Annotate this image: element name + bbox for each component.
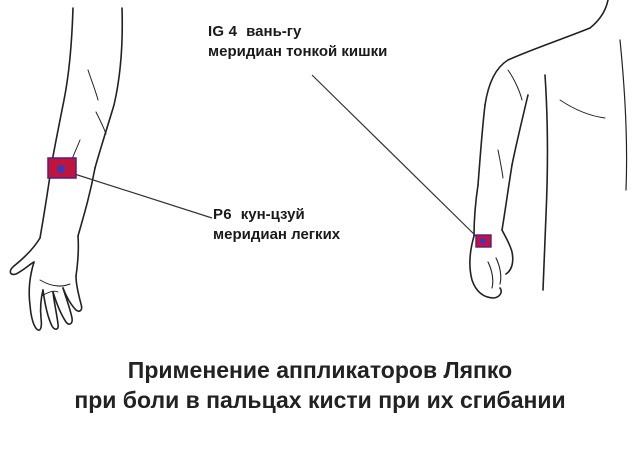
point-p6-meridian: меридиан легких <box>213 226 341 243</box>
left-arm-illustration <box>9 7 124 331</box>
point-ig4-meridian: меридиан тонкой кишки <box>208 43 388 60</box>
applicator-p6 <box>47 157 77 179</box>
point-ig4-name: вань-гу <box>246 23 302 40</box>
point-ig4-code: IG 4 <box>208 23 238 40</box>
right-arm-illustration <box>469 0 628 299</box>
caption: Применение аппликаторов Ляпко при боли в… <box>0 355 640 415</box>
point-label-p6: P6 кун-цзуй меридиан легких <box>213 205 340 245</box>
caption-line-1: Применение аппликаторов Ляпко <box>127 357 513 383</box>
caption-line-2: при боли в пальцах кисти при их сгибании <box>74 387 566 413</box>
leader-line-p6 <box>61 169 213 219</box>
applicator-ig4-dot <box>480 238 486 244</box>
applicator-p6-dot <box>57 165 65 173</box>
applicator-ig4 <box>475 234 492 248</box>
point-p6-name: кун-цзуй <box>240 206 305 223</box>
point-label-ig4: IG 4 вань-гу меридиан тонкой кишки <box>208 22 387 62</box>
leader-line-ig4 <box>311 74 481 241</box>
point-p6-code: P6 <box>213 206 232 223</box>
